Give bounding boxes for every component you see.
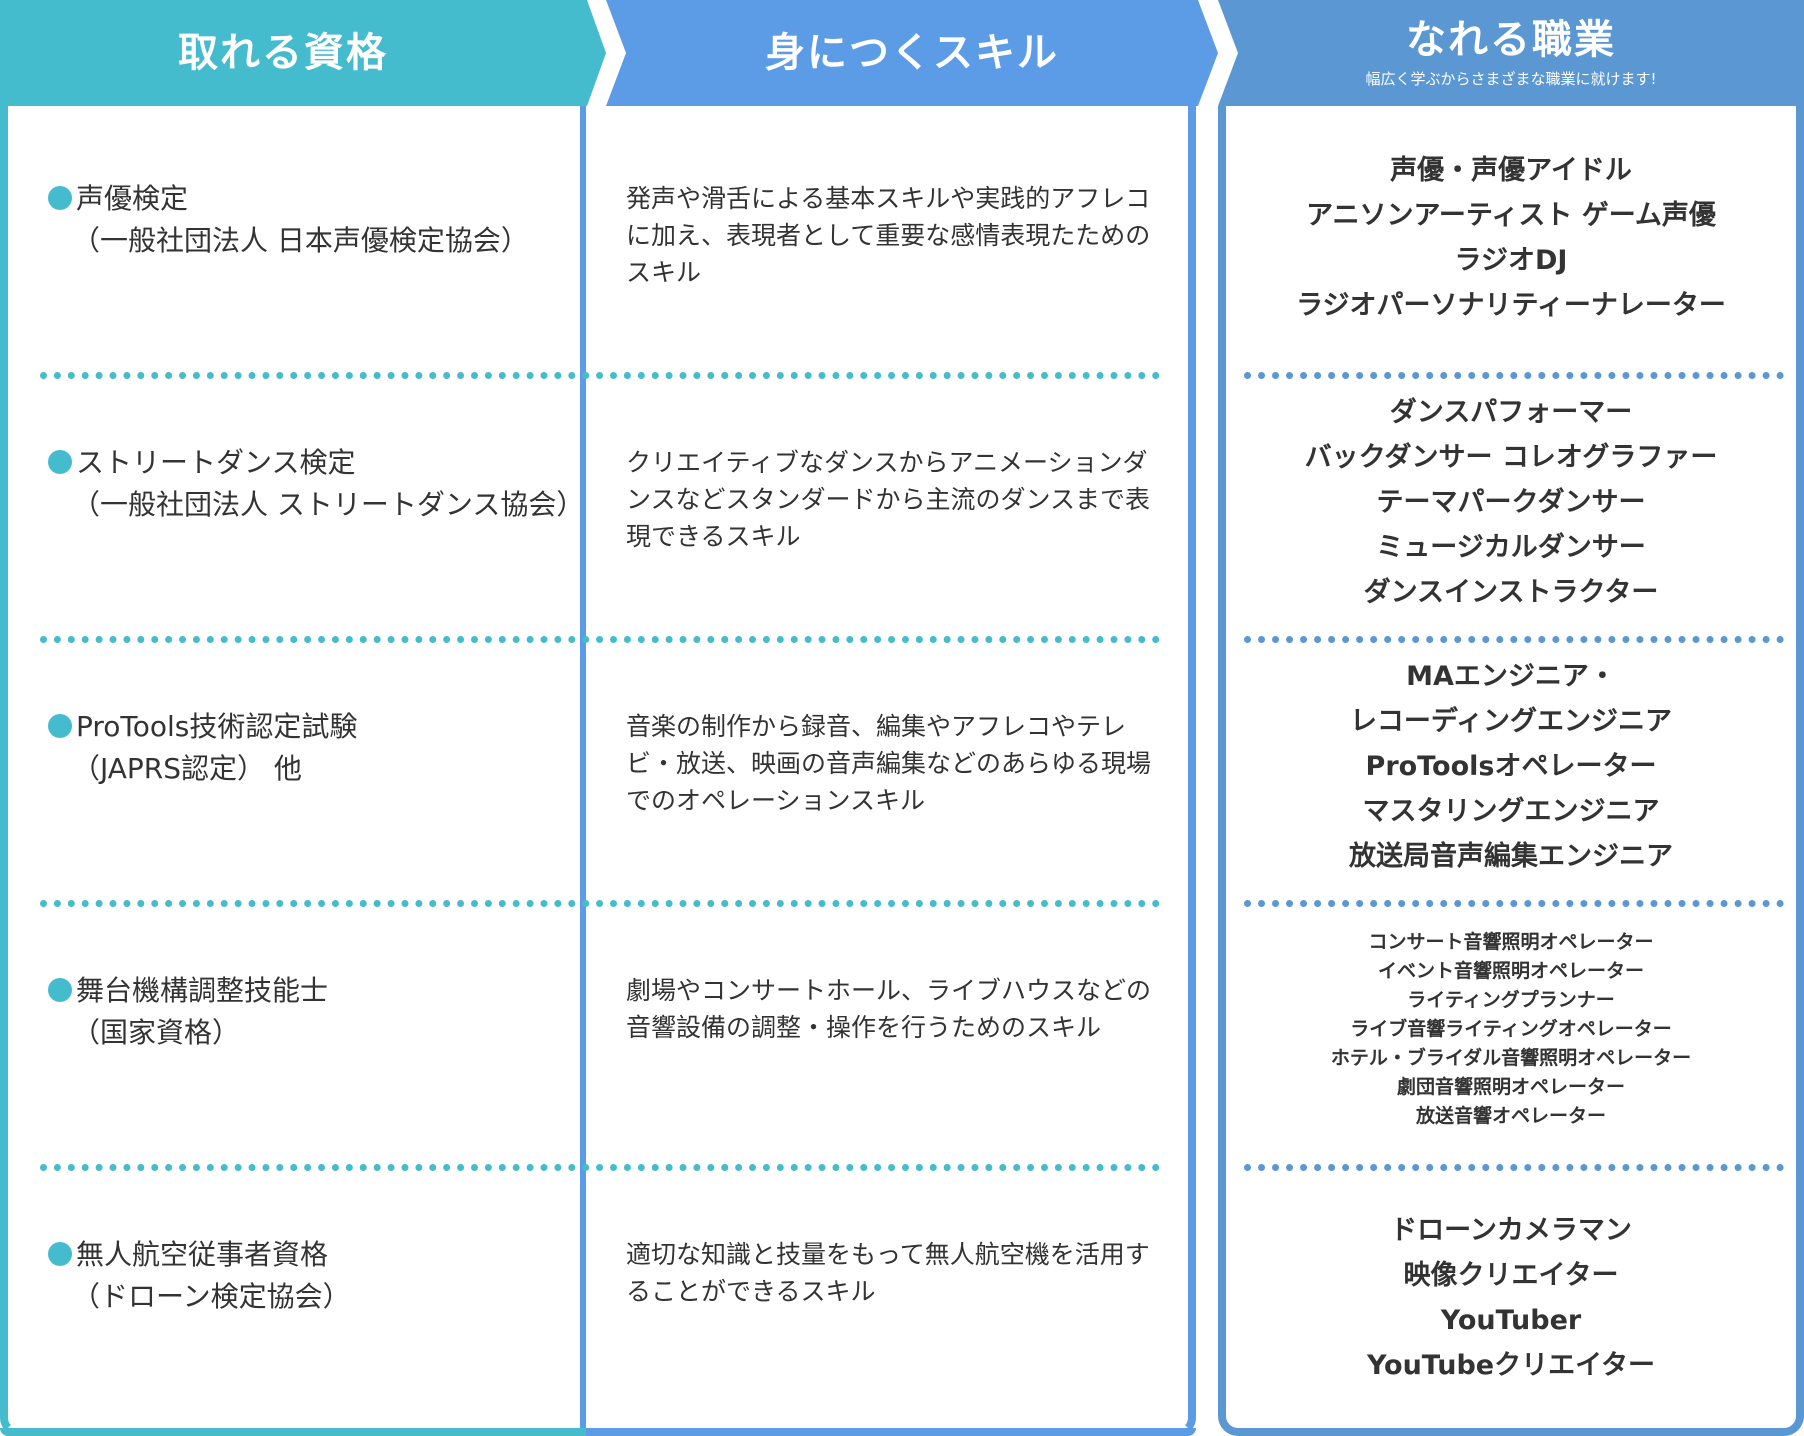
career-list: ダンスパフォーマー バックダンサー コレオグラファー テーマパークダンサー ミュ… bbox=[1230, 390, 1792, 615]
bullet-dot-icon bbox=[48, 1242, 72, 1266]
career-item: YouTuber bbox=[1440, 1305, 1582, 1336]
career-item: ホテル・ブライダル音響照明オペレーター bbox=[1330, 1047, 1692, 1069]
career-item: 劇団音響照明オペレーター bbox=[1396, 1076, 1625, 1098]
right-table-frame bbox=[1218, 106, 1804, 1436]
career-item: ラジオパーソナリティーナレーター bbox=[1296, 290, 1726, 321]
qualification-item: 声優検定 （一般社団法人 日本声優検定協会） bbox=[48, 178, 578, 262]
career-item: 声優・声優アイドル bbox=[1390, 155, 1632, 186]
career-list: MAエンジニア・ レコーディングエンジニア ProToolsオペレーター マスタ… bbox=[1230, 654, 1792, 879]
career-item: ダンスインストラクター bbox=[1363, 577, 1659, 608]
qualification-item: 舞台機構調整技能士 （国家資格） bbox=[48, 970, 578, 1054]
career-item: ライティングプランナー bbox=[1407, 989, 1615, 1011]
left-table-frame bbox=[0, 106, 1196, 1436]
row-separator bbox=[40, 1164, 1160, 1171]
qualification-name: 無人航空従事者資格 bbox=[76, 1238, 329, 1271]
frame-bottom-blue bbox=[586, 1428, 1196, 1436]
career-item: YouTubeクリエイター bbox=[1366, 1350, 1656, 1381]
row-separator bbox=[1244, 636, 1784, 643]
qualification-org: （一般社団法人 ストリートダンス協会） bbox=[72, 488, 585, 521]
header-qualifications: 取れる資格 bbox=[0, 0, 606, 106]
career-item: コンサート音響照明オペレーター bbox=[1368, 931, 1654, 953]
qualification-name: 声優検定 bbox=[76, 182, 189, 215]
bullet-dot-icon bbox=[48, 450, 72, 474]
bullet-dot-icon bbox=[48, 978, 72, 1002]
header-careers-subtitle: 幅広く学ぶからさまざまな職業に就けます! bbox=[1365, 69, 1657, 88]
bullet-dot-icon bbox=[48, 714, 72, 738]
career-item: ラジオDJ bbox=[1454, 245, 1568, 276]
row-separator bbox=[1244, 1164, 1784, 1171]
skill-description: 劇場やコンサートホール、ライブハウスなどの音響設備の調整・操作を行うためのスキル bbox=[626, 976, 1152, 1042]
header-careers-title: なれる職業 bbox=[1406, 16, 1616, 63]
bullet-dot-icon bbox=[48, 186, 72, 210]
header-skills-title: 身につくスキル bbox=[765, 30, 1059, 76]
career-item: ライブ音響ライティングオペレーター bbox=[1350, 1018, 1672, 1040]
row-separator bbox=[40, 372, 1160, 379]
career-item: 放送局音声編集エンジニア bbox=[1349, 841, 1673, 872]
career-item: バックダンサー コレオグラファー bbox=[1304, 442, 1718, 473]
frame-bottom-teal bbox=[0, 1428, 586, 1436]
row-separator bbox=[1244, 900, 1784, 907]
qualification-org: （国家資格） bbox=[72, 1016, 241, 1049]
career-item: 放送音響オペレーター bbox=[1415, 1105, 1606, 1127]
qualification-name: 舞台機構調整技能士 bbox=[76, 974, 329, 1007]
skill-description: クリエイティブなダンスからアニメーションダンスなどスタンダードから主流のダンスま… bbox=[626, 448, 1151, 551]
career-item: レコーディングエンジニア bbox=[1349, 706, 1673, 737]
column-divider bbox=[580, 106, 586, 1436]
career-item: MAエンジニア・ bbox=[1406, 661, 1616, 692]
career-item: ダンスパフォーマー bbox=[1389, 397, 1633, 428]
skill-description: 音楽の制作から録音、編集やアフレコやテレビ・放送、映画の音声編集などのあらゆる現… bbox=[626, 712, 1152, 815]
row-separator bbox=[1244, 372, 1784, 379]
career-item: イベント音響照明オペレーター bbox=[1377, 960, 1644, 982]
qualification-name: ストリートダンス検定 bbox=[76, 446, 356, 479]
career-item: ProToolsオペレーター bbox=[1365, 751, 1657, 782]
header-careers: なれる職業 幅広く学ぶからさまざまな職業に就けます! bbox=[1218, 0, 1804, 106]
qualification-item: 無人航空従事者資格 （ドローン検定協会） bbox=[48, 1234, 578, 1318]
row-separator bbox=[40, 636, 1160, 643]
career-list: コンサート音響照明オペレーター イベント音響照明オペレーター ライティングプラン… bbox=[1230, 928, 1792, 1131]
qualification-org: （一般社団法人 日本声優検定協会） bbox=[72, 224, 529, 257]
header-qualifications-title: 取れる資格 bbox=[178, 30, 388, 76]
qualification-org: （ドローン検定協会） bbox=[72, 1280, 351, 1313]
row-separator bbox=[40, 900, 1160, 907]
qualification-name: ProTools技術認定試験 bbox=[76, 710, 358, 743]
skill-description: 適切な知識と技量をもって無人航空機を活用することができるスキル bbox=[626, 1240, 1150, 1306]
qualification-item: ストリートダンス検定 （一般社団法人 ストリートダンス協会） bbox=[48, 442, 585, 526]
career-item: マスタリングエンジニア bbox=[1362, 796, 1660, 827]
career-list: ドローンカメラマン 映像クリエイター YouTuber YouTubeクリエイタ… bbox=[1230, 1208, 1792, 1388]
qualification-item: ProTools技術認定試験 （JAPRS認定） 他 bbox=[48, 706, 578, 790]
career-item: アニソンアーティスト ゲーム声優 bbox=[1306, 200, 1716, 231]
career-item: ドローンカメラマン bbox=[1390, 1215, 1632, 1246]
qualification-org: （JAPRS認定） 他 bbox=[72, 752, 302, 785]
header-skills: 身につくスキル bbox=[606, 0, 1218, 106]
career-item: 映像クリエイター bbox=[1403, 1260, 1619, 1291]
skill-description: 発声や滑舌による基本スキルや実践的アフレコに加え、表現者として重要な感情表現たた… bbox=[626, 184, 1151, 287]
career-list: 声優・声優アイドル アニソンアーティスト ゲーム声優 ラジオDJ ラジオパーソナ… bbox=[1230, 148, 1792, 328]
career-item: テーマパークダンサー bbox=[1376, 487, 1646, 518]
career-item: ミュージカルダンサー bbox=[1376, 532, 1646, 563]
